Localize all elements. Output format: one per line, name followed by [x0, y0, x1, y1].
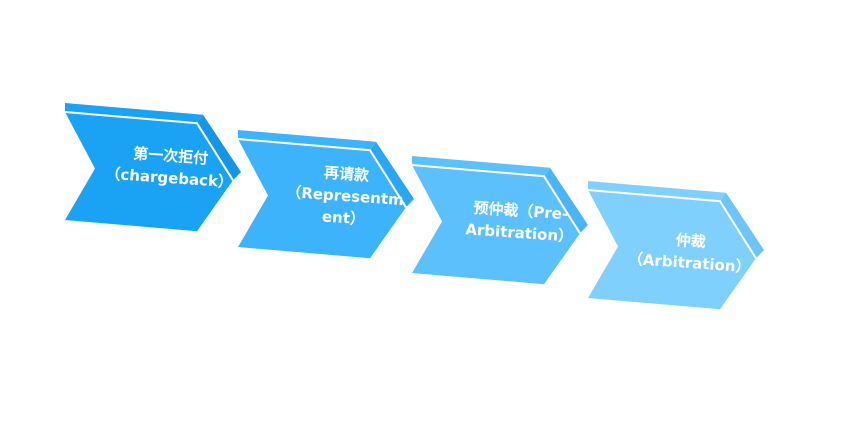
- chevron-bevel-line: [237, 138, 407, 208]
- chevron-front-face: [588, 190, 756, 310]
- chevron-front-face: [238, 139, 406, 259]
- chevron-side-face: [370, 141, 414, 208]
- chevron-top-face: [238, 130, 376, 151]
- chevron-step-2: [237, 130, 414, 259]
- chevron-top-face: [412, 156, 550, 177]
- chevron-side-face: [720, 192, 764, 259]
- chevron-bevel-line: [587, 189, 757, 259]
- chevron-front-face: [65, 112, 233, 232]
- chevron-front-face: [412, 165, 580, 285]
- chevron-bevel-line: [64, 111, 234, 181]
- chevron-step-3: [411, 156, 588, 285]
- chevron-top-face: [588, 181, 726, 202]
- chevron-side-face: [197, 114, 241, 181]
- chevron-side-face: [544, 167, 588, 234]
- step-2-label: 再请款 （Representm ent）: [268, 158, 422, 234]
- chevron-top-face: [65, 103, 203, 124]
- chevron-bevel-line: [411, 164, 581, 234]
- chevron-step-4: [587, 181, 764, 310]
- chevron-step-1: [64, 103, 241, 232]
